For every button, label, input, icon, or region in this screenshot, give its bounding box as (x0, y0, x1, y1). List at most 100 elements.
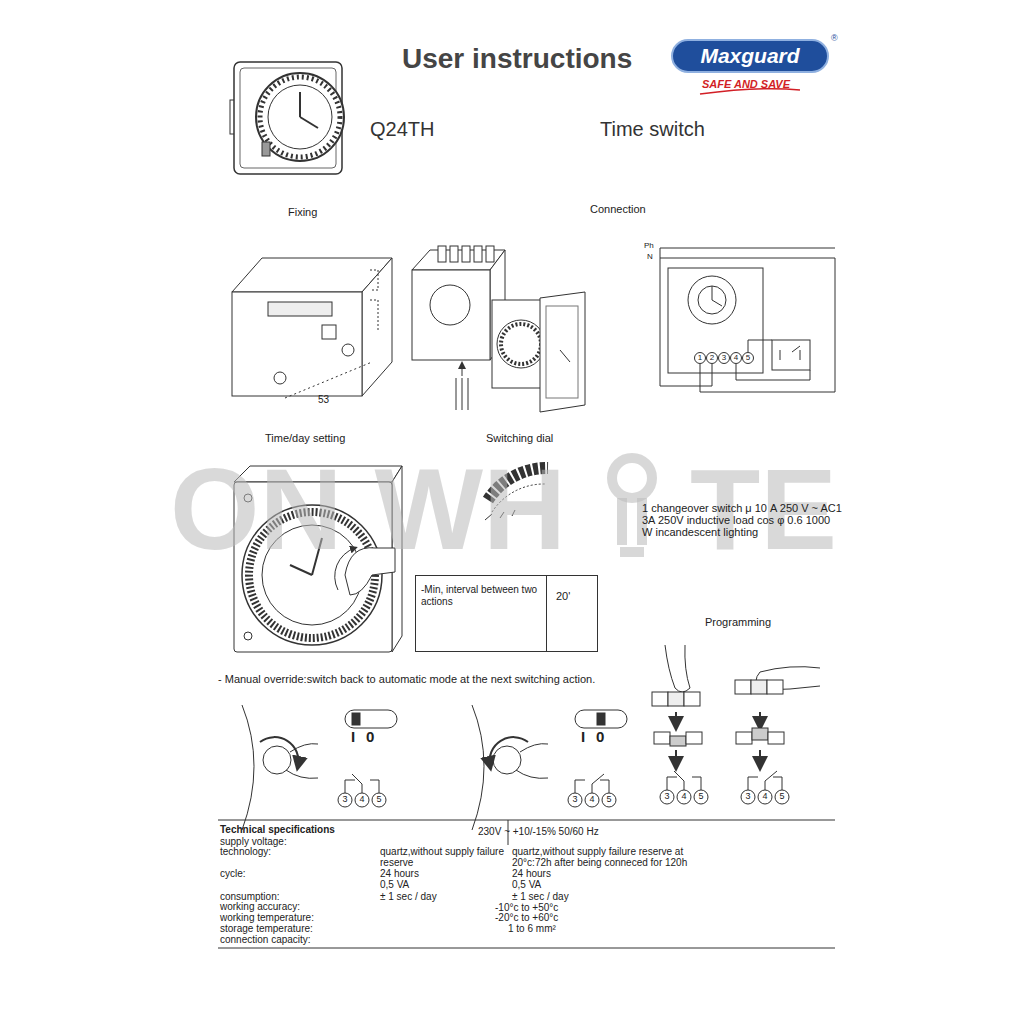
watermark-bulb (612, 458, 652, 498)
terminal-number: 3 (342, 795, 347, 805)
programming-drawing (767, 680, 783, 694)
programming-drawing (675, 750, 677, 766)
exploded-drawing (486, 246, 494, 262)
wiring-diagram (698, 286, 726, 314)
exploded-drawing (497, 320, 545, 368)
wiring-diagram (668, 268, 763, 373)
terminal-number: 3 (664, 792, 669, 802)
exploded-drawing (546, 306, 578, 398)
override-drawing (263, 746, 291, 774)
wiring-diagram (731, 353, 742, 364)
exploded-drawing (540, 292, 585, 412)
section-heading: Programming (705, 616, 771, 628)
programming-drawing (741, 790, 755, 804)
override-drawing (516, 744, 548, 779)
programming-drawing (654, 732, 670, 744)
exploded-drawing (560, 350, 570, 362)
brand-logo: Maxguard (700, 44, 799, 67)
fixing-drawing (274, 372, 286, 384)
exploded-drawing (430, 285, 470, 325)
programming-drawing (652, 692, 668, 706)
spec-name: connection capacity: (220, 934, 311, 945)
override-drawing (472, 705, 484, 830)
terminal-number: 3 (572, 795, 577, 805)
model-number: Q24TH (370, 118, 434, 140)
programming-drawing (694, 790, 708, 804)
wiring-diagram (660, 248, 835, 249)
override-drawing (493, 746, 521, 774)
registered-mark: ® (831, 34, 838, 44)
programming-drawing (670, 736, 686, 746)
programming-drawing (735, 680, 751, 694)
override-drawing (338, 793, 352, 807)
terminal-number: 2 (710, 354, 714, 363)
wiring-diagram (688, 276, 736, 324)
terminal-number: 4 (359, 795, 364, 805)
override-drawing (602, 793, 616, 807)
brand-slogan: SAFE AND SAVE (702, 78, 790, 90)
override-drawing (489, 737, 528, 766)
wiring-diagram (780, 346, 800, 360)
override-drawing (355, 793, 369, 807)
spec-value: ± 1 sec / day (380, 891, 437, 902)
exploded-drawing (450, 246, 458, 262)
terminal-number: 5 (779, 792, 784, 802)
spec-name: consumption: (220, 891, 279, 902)
wiring-diagram (712, 286, 713, 300)
line-name: Ph (644, 242, 654, 251)
switch-position: 0 (366, 729, 374, 746)
programming-drawing (759, 750, 761, 766)
brand-logo-shape (672, 40, 828, 94)
table-cell-label: -Min, interval between two actions (421, 584, 541, 607)
override-drawing (575, 710, 627, 728)
wiring-diagram (695, 353, 706, 364)
programming-drawing (686, 732, 702, 744)
spec-value: 1 to 6 mm² (508, 923, 556, 934)
page-title: User instructions (402, 44, 632, 75)
wiring-diagram (736, 364, 810, 380)
wiring-diagram (660, 248, 835, 392)
contact-rating: 1 changeover switch μ 10 A 250 V ~ AC1 3… (642, 502, 842, 538)
terminal-number: 4 (762, 792, 767, 802)
dimension: 53 (318, 394, 329, 405)
exploded-drawing (462, 364, 463, 376)
programming-drawing (668, 692, 684, 706)
spec-name: technology: (220, 846, 271, 857)
programming-drawing (675, 712, 677, 726)
programming-drawing (667, 771, 701, 790)
spec-value: quartz,without supply failure reserve at… (512, 846, 724, 868)
programming-drawing (775, 790, 789, 804)
time-switch-icon (230, 62, 344, 174)
programming-drawing (768, 732, 784, 744)
programming-drawing (758, 790, 772, 804)
time-switch-icon (262, 142, 270, 156)
spec-name: supply voltage: (220, 836, 287, 847)
programming-drawing (751, 680, 767, 694)
fixing-drawing (268, 302, 332, 316)
programming-drawing (736, 732, 752, 744)
section-heading: Switching dial (486, 432, 553, 444)
exploded-drawing (438, 246, 446, 262)
spec-table-rules (218, 820, 835, 948)
terminal-number: 5 (698, 792, 703, 802)
terminal-number: 3 (745, 792, 750, 802)
watermark: ON WH (170, 452, 566, 567)
exploded-drawing (412, 270, 490, 360)
override-drawing (242, 705, 627, 830)
terminal-number: 5 (746, 354, 750, 363)
exploded-drawing (456, 378, 468, 410)
section-heading: Time/day setting (265, 432, 345, 444)
programming-drawing (677, 790, 691, 804)
spec-name: cycle: (220, 868, 246, 879)
switch-position: 0 (596, 729, 604, 746)
fixing-drawing (362, 258, 392, 396)
fixing-drawing (322, 325, 336, 339)
spec-name: storage temperature: (220, 923, 313, 934)
fixing-drawing (232, 292, 362, 396)
spec-value: -10°c to +50°c (495, 902, 558, 913)
terminal-number: 3 (722, 354, 726, 363)
terminal-number: 5 (606, 795, 611, 805)
wiring-diagram (743, 353, 754, 364)
spec-name: working temperature: (220, 912, 314, 923)
spec-table-rules (218, 820, 835, 821)
